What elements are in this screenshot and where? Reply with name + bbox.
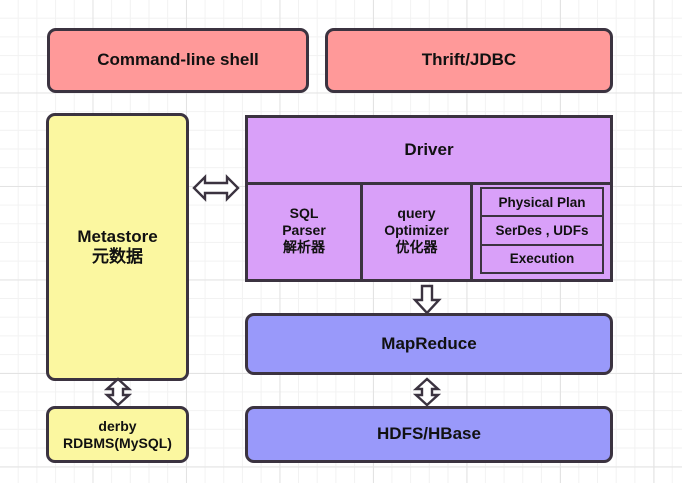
arrow-driver-mapreduce-down-icon	[412, 284, 442, 315]
arrow-metastore-driver-bidirectional-icon	[192, 172, 240, 204]
node-command-line-shell: Command-line shell	[47, 28, 309, 93]
arrow-mapreduce-hdfs-bidirectional-icon	[413, 377, 441, 407]
driver-stack-serdes-udfs: SerDes , UDFs	[480, 215, 604, 244]
driver-title: Driver	[248, 118, 610, 185]
driver-stack-execution: Execution	[480, 243, 604, 274]
driver-columns: SQL Parser 解析器 query Optimizer 优化器 Physi…	[248, 182, 610, 279]
driver-stack-physical-plan: Physical Plan	[480, 187, 604, 216]
driver-column-sql-parser: SQL Parser 解析器	[248, 182, 363, 279]
driver-column-query-optimizer: query Optimizer 优化器	[363, 182, 473, 279]
node-thrift-jdbc: Thrift/JDBC	[325, 28, 613, 93]
node-hdfs-hbase: HDFS/HBase	[245, 406, 613, 463]
node-driver-group: Driver SQL Parser 解析器 query Optimizer 优化…	[245, 115, 613, 282]
node-metastore: Metastore 元数据	[46, 113, 189, 381]
arrow-metastore-derby-bidirectional-icon	[104, 377, 132, 407]
node-derby-rdbms: derby RDBMS(MySQL)	[46, 406, 189, 463]
driver-column-stack: Physical Plan SerDes , UDFs Execution	[473, 182, 610, 279]
node-mapreduce: MapReduce	[245, 313, 613, 375]
